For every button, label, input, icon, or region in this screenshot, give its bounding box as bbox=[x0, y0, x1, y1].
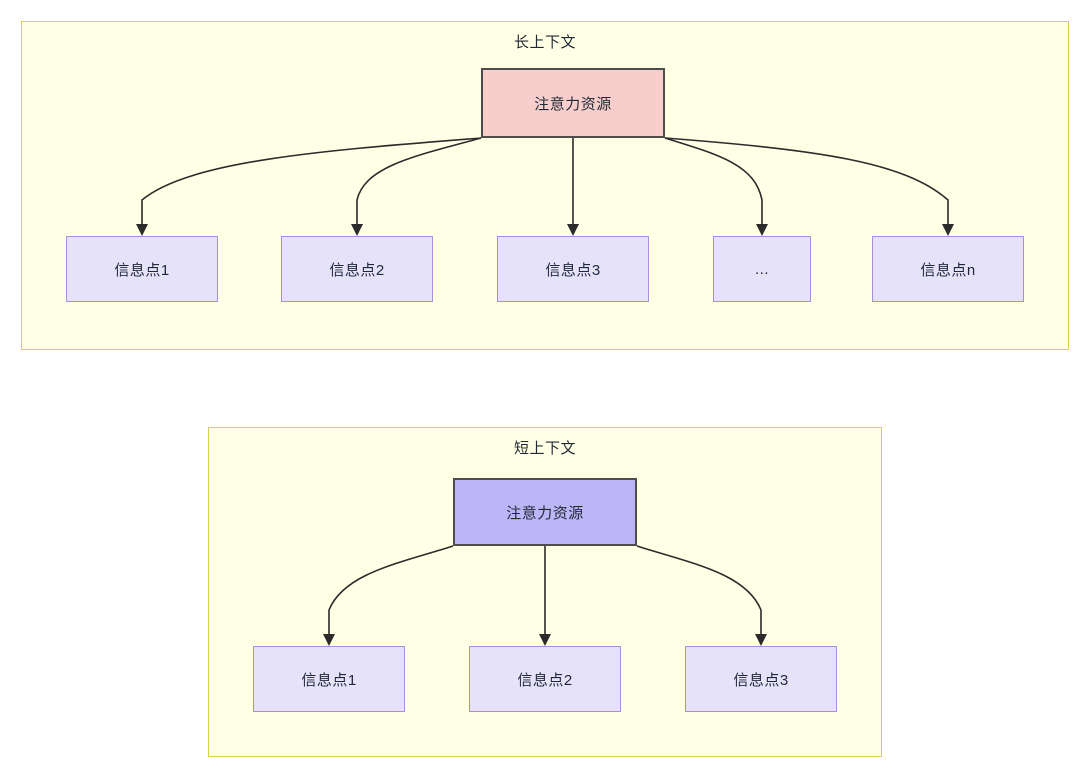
node-long-info-point-ellipsis-label: ... bbox=[754, 260, 769, 278]
node-short-info-point-3[interactable]: 信息点3 bbox=[685, 646, 837, 712]
node-short-info-point-2[interactable]: 信息点2 bbox=[469, 646, 621, 712]
group-long-context-title: 长上下文 bbox=[513, 34, 576, 51]
node-long-info-point-2[interactable]: 信息点2 bbox=[281, 236, 433, 302]
node-short-info-point-3-label: 信息点3 bbox=[733, 671, 789, 689]
node-short-info-point-2-label: 信息点2 bbox=[517, 671, 573, 689]
node-short-attention-resource[interactable]: 注意力资源 bbox=[453, 478, 637, 546]
node-short-info-point-1[interactable]: 信息点1 bbox=[253, 646, 405, 712]
node-long-info-point-3-label: 信息点3 bbox=[545, 261, 601, 279]
group-short-context-title: 短上下文 bbox=[513, 440, 576, 457]
node-short-info-point-1-label: 信息点1 bbox=[301, 671, 357, 689]
node-long-info-point-n[interactable]: 信息点n bbox=[872, 236, 1024, 302]
node-long-attention-resource[interactable]: 注意力资源 bbox=[481, 68, 665, 138]
node-long-info-point-ellipsis[interactable]: ... bbox=[713, 236, 811, 302]
node-long-info-point-1-label: 信息点1 bbox=[114, 261, 170, 279]
node-long-info-point-2-label: 信息点2 bbox=[329, 261, 385, 279]
node-long-info-point-n-label: 信息点n bbox=[920, 261, 976, 279]
node-long-attention-resource-label: 注意力资源 bbox=[534, 95, 612, 113]
node-long-info-point-3[interactable]: 信息点3 bbox=[497, 236, 649, 302]
node-long-info-point-1[interactable]: 信息点1 bbox=[66, 236, 218, 302]
node-short-attention-resource-label: 注意力资源 bbox=[506, 504, 584, 522]
